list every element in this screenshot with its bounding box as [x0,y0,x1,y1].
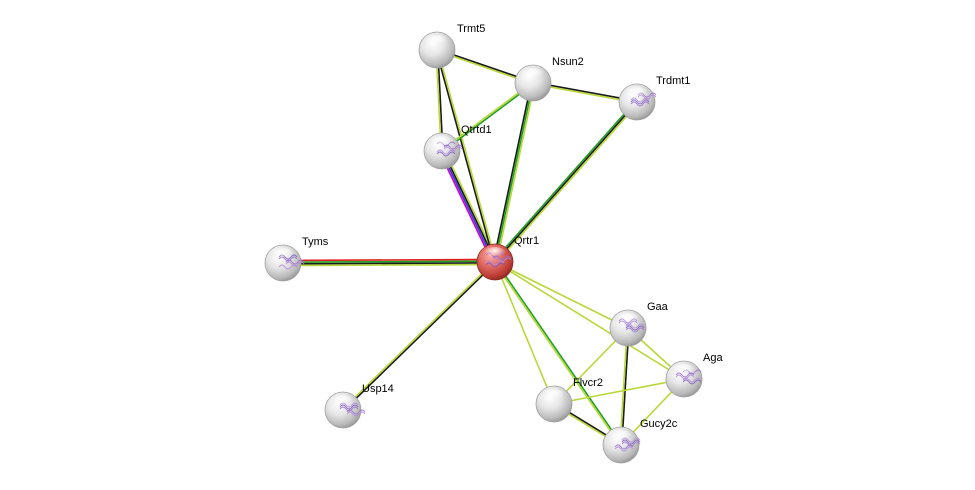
edge-qrtr1-nsun2[interactable] [492,82,536,263]
edge-evidence-line [438,151,494,264]
edge-evidence-line [495,83,536,263]
node-label: Trdmt1 [656,75,690,87]
node-label: Trmt5 [457,23,485,35]
node-trdmt1[interactable]: Trdmt1 [618,75,690,121]
node-highlight [272,248,294,260]
node-highlight [617,313,639,325]
edge-evidence-line [495,102,639,264]
node-tyms[interactable]: Tyms [264,236,329,282]
node-label: Gucy2c [640,418,678,430]
edge-aga-flvcr2[interactable] [553,378,685,405]
edge-qrtr1-flvcr2[interactable] [494,261,555,405]
edge-evidence-line [343,262,497,412]
edge-evidence-line [341,260,495,410]
edge-evidence-line [493,100,637,262]
node-gucy2c[interactable]: Gucy2c [602,418,678,464]
edge-qrtr1-gucy2c[interactable] [493,261,623,446]
node-highlight [610,430,632,442]
edge-evidence-line [619,327,628,445]
node-aga[interactable]: Aga [665,352,723,398]
edge-evidence-line [494,82,534,263]
node-label: Aga [703,352,723,364]
node-highlight [426,35,448,47]
node-highlight [543,389,565,401]
edge-evidence-line [494,261,555,405]
edge-qrtr1-aga[interactable] [494,261,685,380]
node-highlight [673,364,695,376]
edge-evidence-line [442,83,534,153]
edge-evidence-line [440,151,495,263]
node-qrtr1[interactable]: Qrtr1 [476,235,539,281]
node-flvcr2[interactable]: Flvcr2 [535,377,603,423]
node-highlight [332,395,354,407]
node-label: Qtrtd1 [461,124,492,136]
edge-evidence-line [435,50,495,263]
edge-evidence-line [442,150,497,262]
edge-qrtr1-trdmt1[interactable] [493,100,639,264]
edge-qrtr1-tyms[interactable] [282,258,496,267]
node-label: Flvcr2 [573,377,603,389]
node-highlight [522,68,544,80]
edge-evidence-line [494,261,685,380]
edge-qrtr1-trmt5[interactable] [435,49,497,263]
node-highlight [431,136,453,148]
edge-qrtr1-usp14[interactable] [341,260,497,412]
edge-evidence-line [621,328,630,446]
edge-evidence-line [282,260,495,263]
edge-evidence-line [493,262,621,446]
edge-evidence-line [495,261,623,445]
node-trmt5[interactable]: Trmt5 [418,23,485,69]
node-highlight [484,247,506,259]
node-highlight [626,87,648,99]
node-label: Tyms [302,236,329,248]
edge-qrtr1-gaa[interactable] [494,261,629,329]
node-gaa[interactable]: Gaa [609,301,669,347]
node-nsun2[interactable]: Nsun2 [514,56,584,102]
node-label: Nsun2 [552,56,584,68]
edge-evidence-line [492,82,533,262]
node-usp14[interactable]: Usp14 [324,383,394,429]
edge-evidence-line [494,261,629,329]
node-label: Qrtr1 [514,235,539,247]
node-label: Gaa [647,301,669,313]
edge-evidence-line [283,263,496,267]
edge-evidence-line [441,81,533,151]
edge-evidence-line [494,101,638,263]
edge-nsun2-qtrtd1[interactable] [441,81,534,153]
edge-gaa-gucy2c[interactable] [619,327,630,446]
edge-evidence-line [283,262,496,265]
node-qtrtd1[interactable]: Qtrtd1 [423,124,492,170]
edge-evidence-line [437,49,497,262]
edge-evidence-line [282,258,495,262]
edge-evidence-line [553,378,685,405]
node-label: Usp14 [362,383,394,395]
